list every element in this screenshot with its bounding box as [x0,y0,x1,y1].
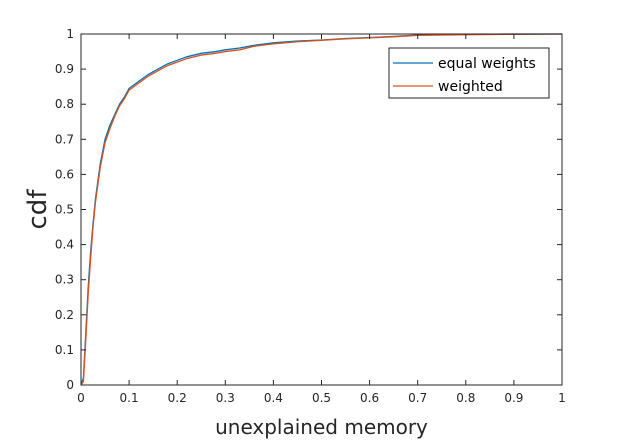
y-axis-label: cdf [23,189,53,230]
ticks-layer: 0 0.1 0.2 0.3 0.4 0.5 0.6 0.7 0.8 0.9 1 0 0.1 0.2 0.3 0… [55,27,566,405]
y-tick-label: 0.4 [55,238,74,252]
x-tick-label: 0.7 [408,391,427,405]
y-tick-label: 0.2 [55,308,74,322]
legend-box [388,47,550,99]
y-tick-label: 0.6 [55,167,74,181]
legend-label-equal-weights: equal weights [438,56,536,72]
series-line-weighted [80,33,563,386]
x-tick-label: 0.5 [312,391,331,405]
series-layer [80,33,563,386]
y-tick-label: 0.1 [55,343,74,357]
x-tick-label: 0 [77,391,85,405]
y-tick-label: 0.7 [55,132,74,146]
x-tick-label: 0.8 [456,391,475,405]
y-tick-label: 1 [66,27,74,41]
x-tick-label: 0.2 [168,391,187,405]
x-tick-label: 0.4 [264,391,283,405]
x-tick-label: 0.9 [504,391,523,405]
y-tick-label: 0.5 [55,203,74,217]
x-tick-label: 0.6 [360,391,379,405]
y-tick-label: 0.8 [55,97,74,111]
y-tick-label: 0.9 [55,62,74,76]
x-tick-label: 1 [558,391,566,405]
y-tick-label: 0 [66,378,74,392]
plot-frame [80,33,563,386]
x-tick-label: 0.3 [216,391,235,405]
y-tick-label: 0.3 [55,273,74,287]
legend: equal weights weighted [388,47,550,99]
x-tick-label: 0.1 [120,391,139,405]
x-axis-label: unexplained memory [215,415,428,439]
legend-label-weighted: weighted [438,79,503,95]
